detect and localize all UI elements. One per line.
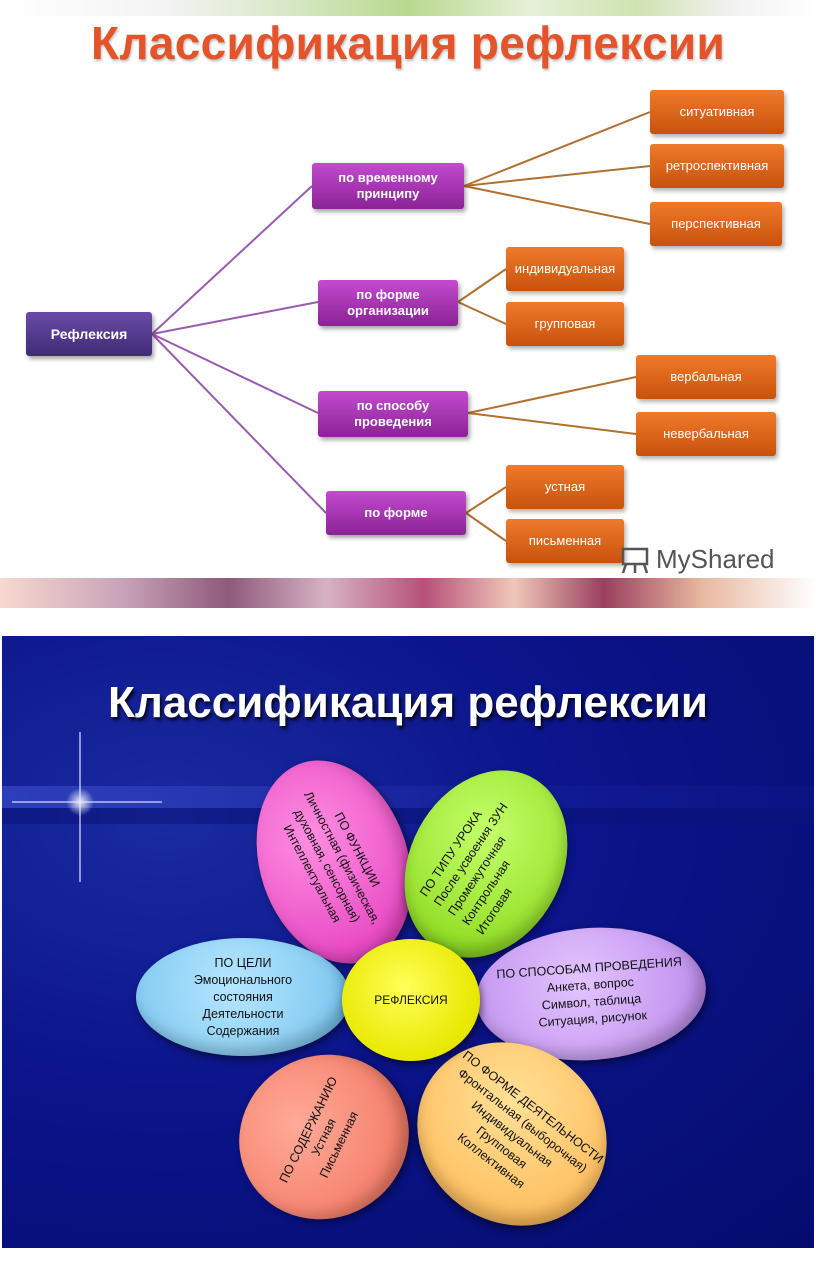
branch-label-line: проведения [354,414,432,429]
slide-flower-diagram: Классификация рефлексии ПО ФУНКЦИИ Лично… [2,636,814,1248]
connector-b2-leaf2 [457,301,507,325]
petal-line: состояния [213,989,273,1004]
connector-b3-leaf1 [467,376,637,414]
branch-label-line: по временному [338,170,438,185]
connector-b1-leaf3 [463,185,651,225]
bottom-decor-band [0,578,816,608]
connector-b1-leaf1 [463,111,651,187]
connector-b3-leaf2 [467,412,637,435]
sparkle-star-icon [12,732,162,882]
branch-label-line: по способу [356,398,430,413]
petal-line: Деятельности [202,1006,284,1021]
connector-b1-leaf2 [463,165,651,187]
slide2-title: Классификация рефлексии [108,678,708,727]
flower-center: РЕФЛЕКСИЯ [342,939,480,1061]
connector-root-branch4 [151,333,327,514]
connector-b2-leaf1 [457,268,507,303]
petal-heading: ПО ЦЕЛИ [214,955,272,970]
branch-label-line: организации [347,303,429,318]
leaf-group: групповая [506,302,624,346]
watermark: MyShared [620,544,775,575]
leaf-verbal: вербальная [636,355,776,399]
connector-lines [151,111,651,542]
connector-b4-leaf1 [465,486,507,514]
presentation-board-icon [621,547,649,573]
slide1-title: Классификация рефлексии [90,17,726,69]
branch-label-line: по форме [356,287,420,302]
petal-line: Содержания [206,1023,280,1038]
node-branch-form-label: по форме [364,505,428,520]
leaf-situational: ситуативная [650,90,784,134]
leaf-retrospective: ретроспективная [650,144,784,188]
connector-root-branch3 [151,333,319,414]
connector-root-branch1 [151,185,313,335]
leaf-perspective: перспективная [650,202,782,246]
slide-tree-diagram: Классификация рефлексии Рефлексия по вре… [0,0,816,610]
petal-function-text: ПО ФУНКЦИИ Личностная (физическая, духов… [269,781,399,944]
watermark-text: MyShared [656,544,775,574]
petal-line: Эмоционального [193,972,293,987]
node-branch-form: по форме [326,491,466,535]
petal-goal-text: ПО ЦЕЛИ Эмоционального состояния Деятель… [194,955,292,1040]
flower-center-label: РЕФЛЕКСИЯ [374,993,448,1007]
petal-lesson-type-text: ПО ТИПУ УРОКА После усвоения ЗУН Промежу… [417,790,555,938]
leaf-nonverbal: невербальная [636,412,776,456]
header-stripe-shadow [2,808,814,824]
petal-goal: ПО ЦЕЛИ Эмоционального состояния Деятель… [136,938,350,1056]
header-stripe [2,786,814,808]
connector-root-branch2 [151,301,319,335]
branch-label-line: принципу [356,186,420,201]
leaf-individual: индивидуальная [506,247,624,291]
leaf-written: письменная [506,519,624,563]
top-decor-band [0,0,816,16]
connector-b4-leaf2 [465,512,507,542]
petal-content-text: ПО СОДЕРЖАНИЮ Устная Письменная [276,1074,373,1201]
petal-methods-text: ПО СПОСОБАМ ПРОВЕДЕНИЯ Анкета, вопрос Си… [496,954,686,1035]
leaf-oral: устная [506,465,624,509]
node-root: Рефлексия [26,312,152,356]
